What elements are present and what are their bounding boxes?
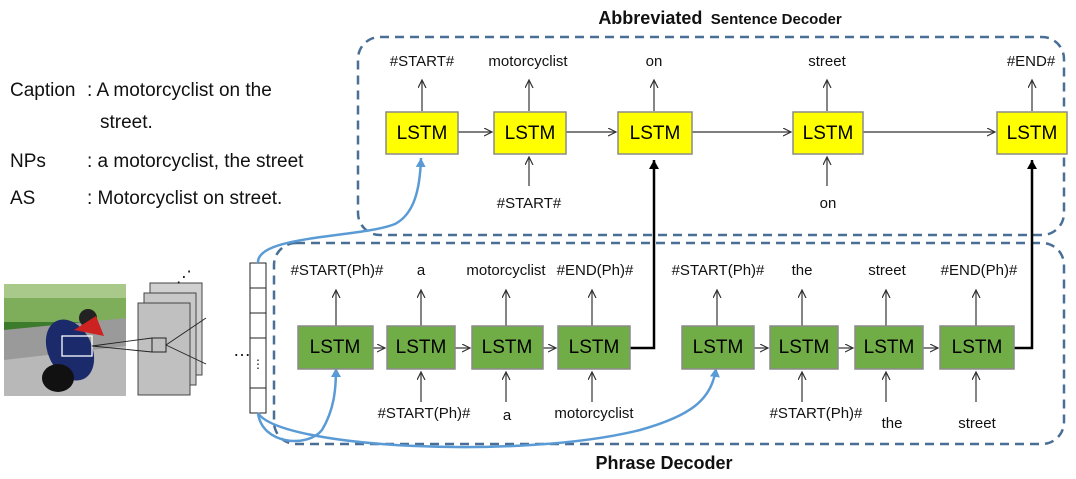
sentence-lstm-4: LSTM [792,111,864,155]
phrase-input-4: motorcyclist [554,405,634,422]
svg-text:LSTM: LSTM [779,337,830,358]
phrase-lstm-4: LSTM [557,325,631,370]
phrase-input-2: #START(Ph)# [378,405,471,422]
svg-text:LSTM: LSTM [505,123,556,144]
phrase-decoder-frame [272,241,1066,446]
feature-map-stack: ⋰ … [91,269,251,396]
sentence-output-4: street [808,53,846,70]
phrase-output-7: street [868,262,906,279]
sentence-lstm-5: LSTM [996,111,1068,155]
nps-key: NPs [10,151,46,172]
sentence-output-2: motorcyclist [488,53,568,70]
svg-text:LSTM: LSTM [569,337,620,358]
sentence-output-3: on [646,53,663,70]
phrase-decoder-arrows [336,290,976,402]
phrase-output-4: #END(Ph)# [557,262,634,279]
caption-line-2: street. [100,112,153,133]
svg-text:LSTM: LSTM [952,337,1003,358]
svg-text:LSTM: LSTM [310,337,361,358]
svg-text:LSTM: LSTM [1007,123,1058,144]
sentence-input-2: #START# [497,195,562,212]
stack-dots: ⋰ [176,269,192,286]
svg-text:LSTM: LSTM [803,123,854,144]
feature-vector: ⋮ [249,262,267,414]
feature-arrow-to-phrase-1 [256,367,341,443]
svg-text:LSTM: LSTM [482,337,533,358]
phrase-output-6: the [792,262,813,279]
phrase-input-6: #START(Ph)# [770,405,863,422]
sentence-lstm-3: LSTM [617,111,693,155]
feature-arrow-to-phrase-2 [256,367,720,449]
feature-arrow-to-sentence [256,157,426,264]
phrase-decoder-lstms: LSTM LSTM LSTM LSTM LSTM LSTM LSTM LSTM [297,325,1015,370]
svg-text:LSTM: LSTM [396,337,447,358]
phrase-1-to-sentence-arrow [630,160,659,350]
phrase-decoder-title: Phrase Decoder [595,453,732,473]
phrase-output-2: a [417,262,426,279]
svg-text:LSTM: LSTM [693,337,744,358]
sentence-output-1: #START# [390,53,455,70]
sentence-decoder-frame [356,35,1066,237]
phrase-output-8: #END(Ph)# [941,262,1018,279]
svg-text:LSTM: LSTM [864,337,915,358]
sentence-decoder-words: #START# motorcyclist on street #END# #ST… [390,53,1056,212]
phrase-input-3: a [503,407,512,424]
phrase-output-5: #START(Ph)# [672,262,765,279]
phrase-decoder-words: #START(Ph)# a motorcyclist #END(Ph)# #ST… [291,262,1018,432]
caption-line-1: : A motorcyclist on the [87,80,272,101]
sentence-decoder-title: Abbreviated Sentence Decoder [598,8,842,28]
sentence-output-5: #END# [1007,53,1056,70]
phrase-output-3: motorcyclist [466,262,546,279]
sentence-decoder-arrows [422,80,1032,186]
stack-ellipsis: … [233,340,251,360]
sentence-lstm-2: LSTM [493,111,567,155]
sentence-input-4: on [820,195,837,212]
phrase-output-1: #START(Ph)# [291,262,384,279]
as-key: AS [10,188,35,209]
phrase-lstm-1: LSTM [297,325,374,370]
motorcycle-photo [4,284,126,396]
nps-value: : a motorcyclist, the street [87,151,304,172]
caption-block: Caption : A motorcyclist on the street. … [10,80,304,209]
phrase-2-to-sentence-arrow [1014,160,1037,350]
svg-text:LSTM: LSTM [630,123,681,144]
phrase-lstm-3: LSTM [471,325,544,370]
caption-key: Caption [10,80,76,101]
image-feature-arrows [256,157,720,449]
phrase-lstm-2: LSTM [386,325,456,370]
phrase-lstm-5: LSTM [681,325,755,370]
sentence-lstm-1: LSTM [385,111,459,155]
phrase-lstm-6: LSTM [769,325,839,370]
vector-vdots: ⋮ [252,357,264,371]
phrase-lstm-8: LSTM [939,325,1015,370]
as-value: : Motorcyclist on street. [87,188,282,209]
phrase-to-sentence-arrows [630,160,1037,350]
svg-text:LSTM: LSTM [397,123,448,144]
phrase-input-7: the [882,415,903,432]
phrase-input-8: street [958,415,996,432]
phrase-lstm-7: LSTM [854,325,924,370]
sentence-decoder-lstms: LSTM LSTM LSTM LSTM LSTM [385,111,1068,155]
